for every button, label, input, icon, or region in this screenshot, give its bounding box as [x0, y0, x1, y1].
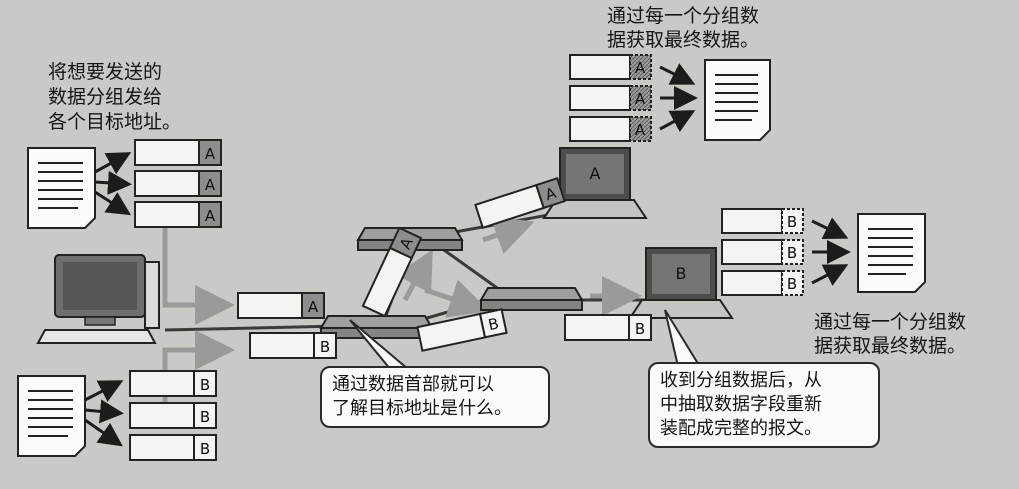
packet-header-letter: B [487, 314, 501, 334]
packet-header-letter: B [200, 408, 210, 426]
received-packet-b-3: B [721, 270, 804, 296]
note-line: 各个目标地址。 [48, 111, 182, 133]
packet-header-letter: B [787, 275, 797, 293]
source-document-b [17, 375, 86, 457]
packet-transit-b-1: B [249, 332, 337, 359]
packet-header-letter: A [635, 121, 646, 139]
laptop-a: A [542, 147, 648, 219]
right-note: 通过每一个分组数 据获取最终数据。 [814, 310, 966, 358]
source-document-a [27, 147, 96, 229]
packet-a-1: A [134, 139, 222, 166]
laptop-a-letter: A [590, 164, 601, 183]
packet-b-2: B [129, 402, 217, 429]
left-note: 将想要发送的 数据分组发给 各个目标地址。 [48, 60, 181, 135]
merge-arrows-b [811, 217, 851, 286]
packet-header-letter: A [205, 145, 216, 163]
packet-header-letter: A [308, 298, 319, 316]
packet-header-letter: A [205, 207, 216, 225]
packet-b-3: B [129, 434, 217, 461]
packet-header-letter: B [787, 244, 797, 262]
received-packet-a-2: A [569, 85, 652, 111]
packet-a-2: A [134, 170, 222, 197]
note-line: 数据分组发给 [48, 86, 163, 108]
note-line: 将想要发送的 [48, 61, 163, 83]
callout-line: 通过数据首部就可以 [332, 374, 494, 395]
packet-header-letter: A [635, 59, 646, 77]
packet-a-3: A [134, 201, 222, 228]
packet-transit-a-1: A [237, 292, 325, 319]
callout-reassemble: 收到分组数据后，从 中抽取数据字段重新 装配成完整的报文。 [648, 362, 880, 448]
packet-header-letter: B [635, 320, 645, 338]
callout-line: 中抽取数据字段重新 [660, 394, 822, 415]
packet-header-letter: B [787, 213, 797, 231]
flow-arrows [162, 216, 642, 412]
packet-transit-a-3: A [474, 177, 566, 229]
received-packet-b-2: B [721, 239, 804, 265]
reassembled-document-b [857, 213, 926, 293]
packet-header-letter: B [200, 376, 210, 394]
sender-computer [36, 254, 160, 344]
packet-header-letter: A [205, 176, 216, 194]
packet-header-letter: B [320, 338, 330, 356]
callout-line: 了解目标地址是什么。 [332, 398, 512, 419]
top-right-note: 通过每一个分组数 据获取最终数据。 [607, 4, 759, 52]
reassembled-document-a [704, 59, 771, 141]
callout-line: 装配成完整的报文。 [660, 418, 822, 439]
packet-b-1: B [129, 370, 217, 397]
received-packet-a-1: A [569, 54, 652, 80]
note-line: 通过每一个分组数 [607, 5, 760, 27]
merge-arrows-a [659, 63, 698, 133]
split-arrows-a [94, 152, 132, 216]
note-line: 据获取最终数据。 [814, 335, 967, 357]
packet-header-letter: A [635, 90, 646, 108]
received-packet-b-1: B [721, 208, 804, 234]
laptop-b-letter: B [676, 264, 687, 283]
packet-transit-a-2: A [361, 226, 423, 318]
callout-header: 通过数据首部就可以 了解目标地址是什么。 [320, 366, 550, 428]
laptop-b: B [628, 247, 734, 319]
received-packet-a-3: A [569, 116, 652, 142]
callout-line: 收到分组数据后，从 [660, 370, 822, 391]
packet-header-letter: B [200, 440, 210, 458]
packet-transit-b-3: B [564, 314, 652, 341]
packet-transit-b-2: B [416, 308, 508, 352]
note-line: 通过每一个分组数 [814, 311, 967, 333]
router-1 [319, 315, 434, 339]
note-line: 据获取最终数据。 [607, 29, 760, 51]
split-arrows-b [84, 380, 124, 447]
router-3 [479, 287, 584, 311]
